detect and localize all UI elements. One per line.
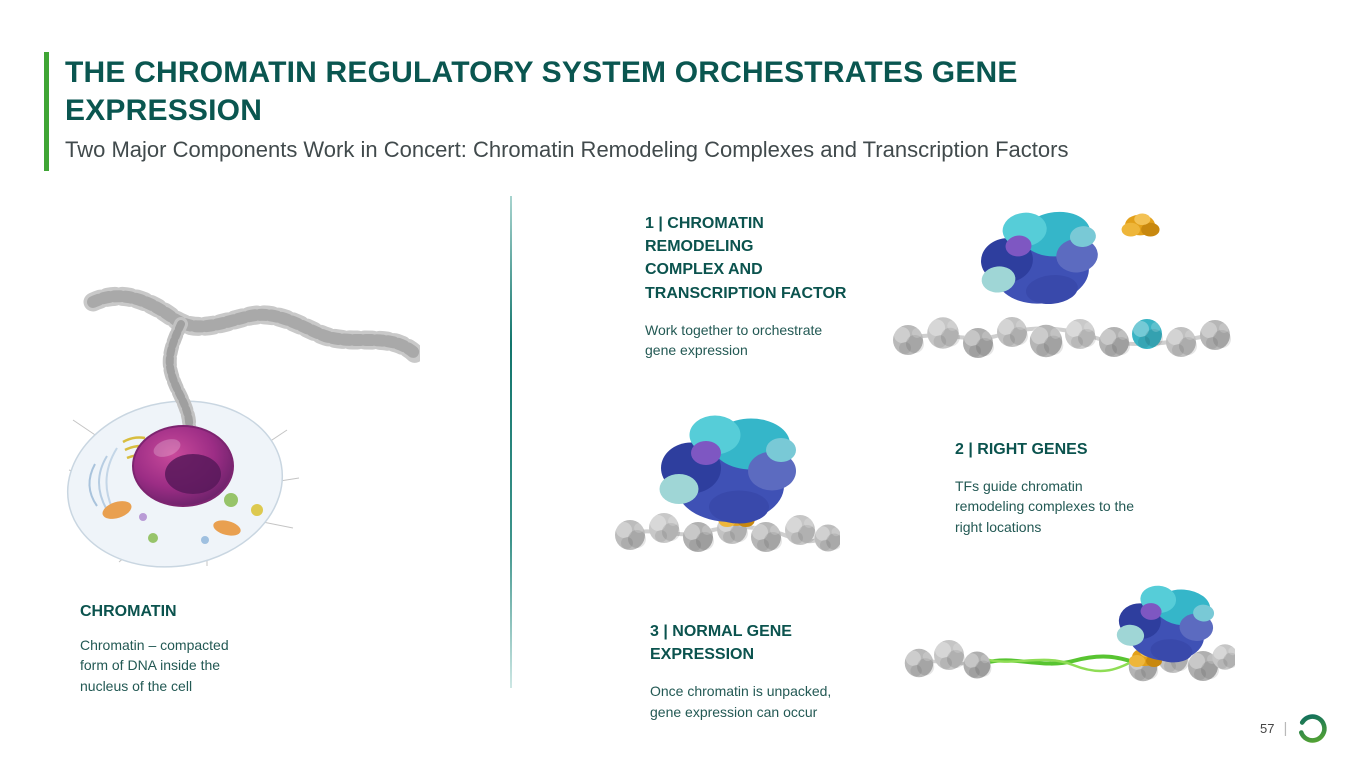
footer: 57 | xyxy=(1260,712,1329,745)
section-3: 3 | NORMAL GENE EXPRESSION Once chromati… xyxy=(650,620,915,722)
remodeling-complex-illustration xyxy=(659,415,796,524)
nucleosome-array-illustration xyxy=(615,513,840,552)
section-1: 1 | CHROMATIN REMODELING COMPLEX AND TRA… xyxy=(645,212,930,360)
section-3-heading: 3 | NORMAL GENE EXPRESSION xyxy=(650,623,792,664)
section-2-figure xyxy=(612,398,840,566)
transcription-factor-illustration xyxy=(1121,213,1160,237)
nucleus-illustration xyxy=(132,425,234,507)
chromatin-caption: CHROMATIN Chromatin – compacted form of … xyxy=(80,600,285,696)
section-1-body: Work together to orchestrate gene expres… xyxy=(645,321,823,359)
section-3-body: Once chromatin is unpacked, gene express… xyxy=(650,683,832,720)
chromatin-heading: CHROMATIN xyxy=(80,603,177,620)
section-3-figure xyxy=(903,585,1235,707)
remodeling-complex-illustration xyxy=(975,205,1103,311)
section-1-heading: 1 | CHROMATIN REMODELING COMPLEX AND TRA… xyxy=(645,215,847,302)
logo-ring-icon xyxy=(1296,712,1329,745)
page-title: THE CHROMATIN REGULATORY SYSTEM ORCHESTR… xyxy=(65,56,1018,127)
title-block: THE CHROMATIN REGULATORY SYSTEM ORCHESTR… xyxy=(44,52,1204,171)
vertical-divider xyxy=(510,196,512,688)
dna-strand-illustration xyxy=(984,654,1138,673)
section-2: 2 | RIGHT GENES TFs guide chromatin remo… xyxy=(955,438,1240,537)
section-2-heading: 2 | RIGHT GENES xyxy=(955,441,1088,458)
chromatin-figure xyxy=(55,272,420,572)
page-subtitle: Two Major Components Work in Concert: Ch… xyxy=(65,137,1069,162)
section-1-figure xyxy=(888,195,1236,380)
nucleosome-array-illustration xyxy=(893,317,1231,358)
section-2-body: TFs guide chromatin remodeling complexes… xyxy=(955,478,1134,535)
page-number: 57 xyxy=(1260,721,1275,736)
chromatin-body: Chromatin – compacted form of DNA inside… xyxy=(80,637,229,694)
footer-separator: | xyxy=(1283,720,1288,737)
